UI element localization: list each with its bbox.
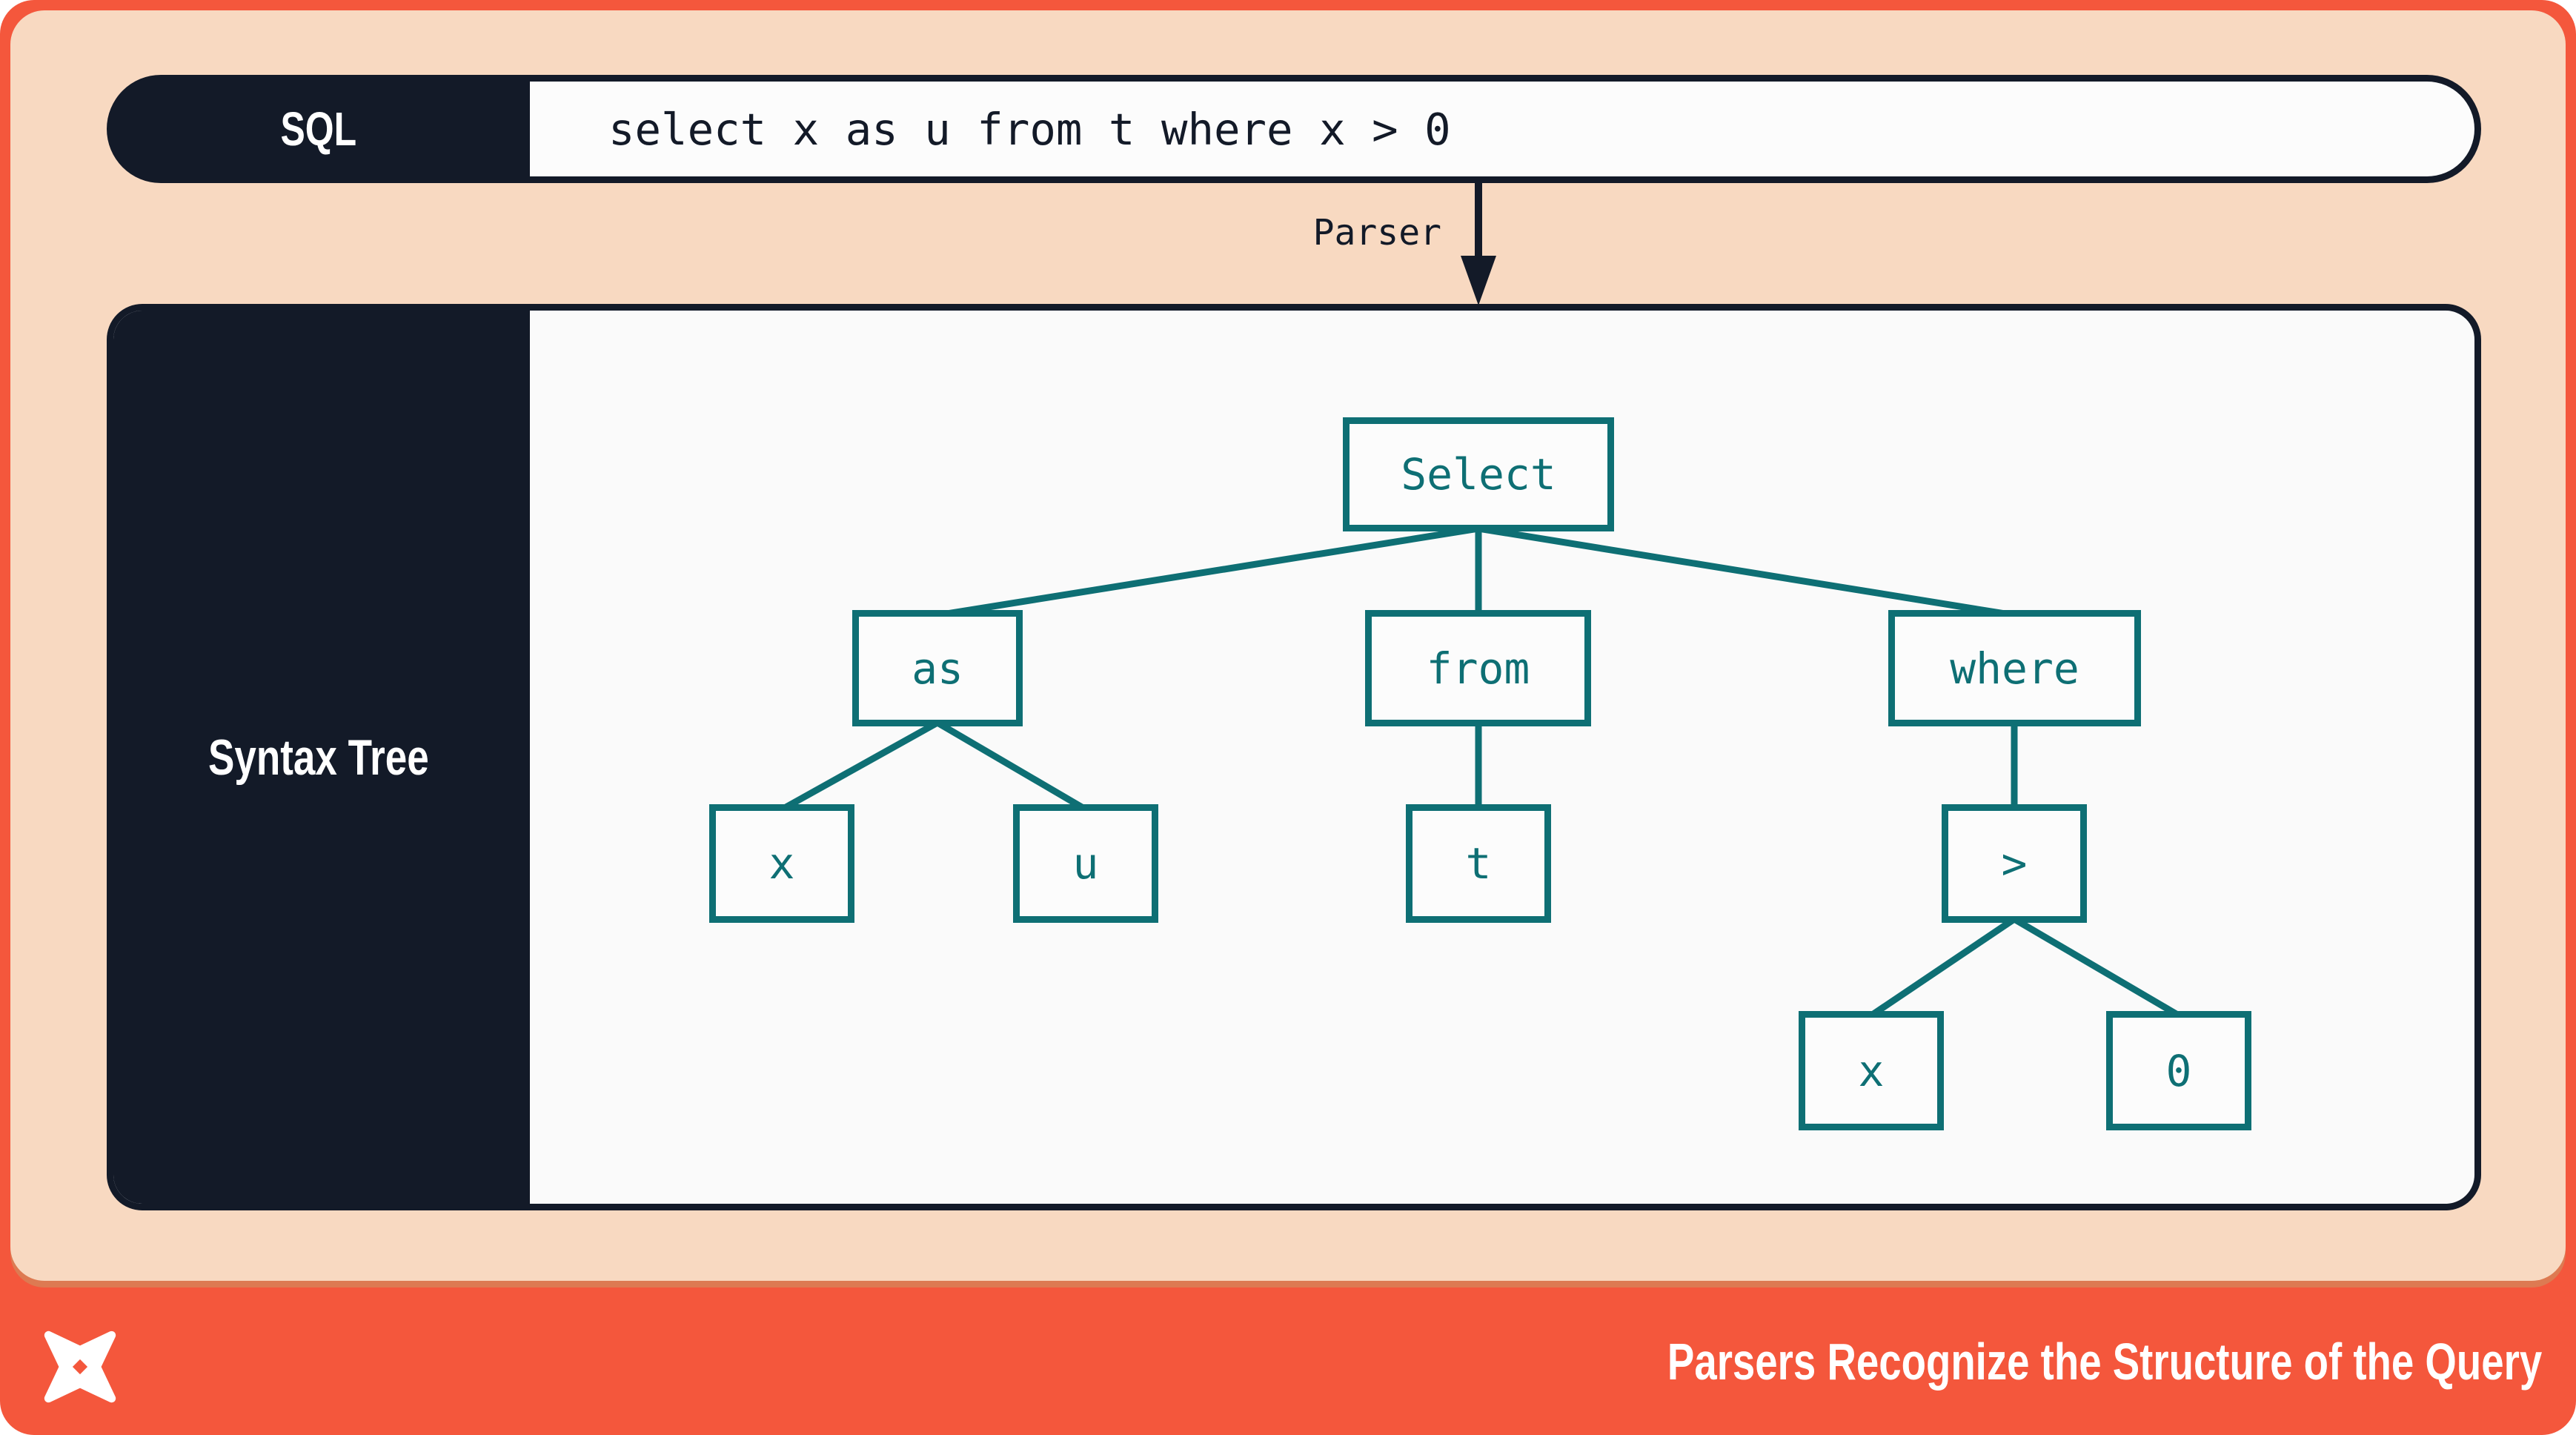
- syntax-tree-label: Syntax Tree: [208, 729, 429, 786]
- tree-node-zero: 0: [2106, 1011, 2251, 1130]
- tree-node-t: t: [1406, 804, 1551, 923]
- syntax-tree-label-zone: Syntax Tree: [113, 311, 530, 1204]
- sql-query-text: select x as u from t where x > 0: [608, 103, 1451, 155]
- tree-node-select: Select: [1343, 417, 1614, 531]
- footer-title: Parsers Recognize the Structure of the Q…: [1667, 1332, 2542, 1391]
- sql-bar: SQL select x as u from t where x > 0: [107, 75, 2481, 183]
- tree-node-as: as: [852, 610, 1023, 726]
- syntax-tree-panel: Syntax Tree: [107, 304, 2481, 1210]
- tree-node-greater-than: >: [1942, 804, 2087, 923]
- tree-node-u: u: [1013, 804, 1158, 923]
- tree-node-x-operand: x: [1799, 1011, 1944, 1130]
- sql-label: SQL: [280, 102, 356, 156]
- sql-label-zone: SQL: [107, 75, 530, 183]
- tree-node-from: from: [1365, 610, 1591, 726]
- sql-query-field: select x as u from t where x > 0: [530, 82, 2474, 176]
- four-point-star-logo-icon: [44, 1330, 116, 1403]
- tree-node-x-alias: x: [709, 804, 854, 923]
- footer-title-zone: Parsers Recognize the Structure of the Q…: [1421, 1332, 2542, 1391]
- footer-bar: Parsers Recognize the Structure of the Q…: [0, 1287, 2576, 1435]
- parser-label: Parser: [1312, 212, 1441, 253]
- tree-node-where: where: [1888, 610, 2141, 726]
